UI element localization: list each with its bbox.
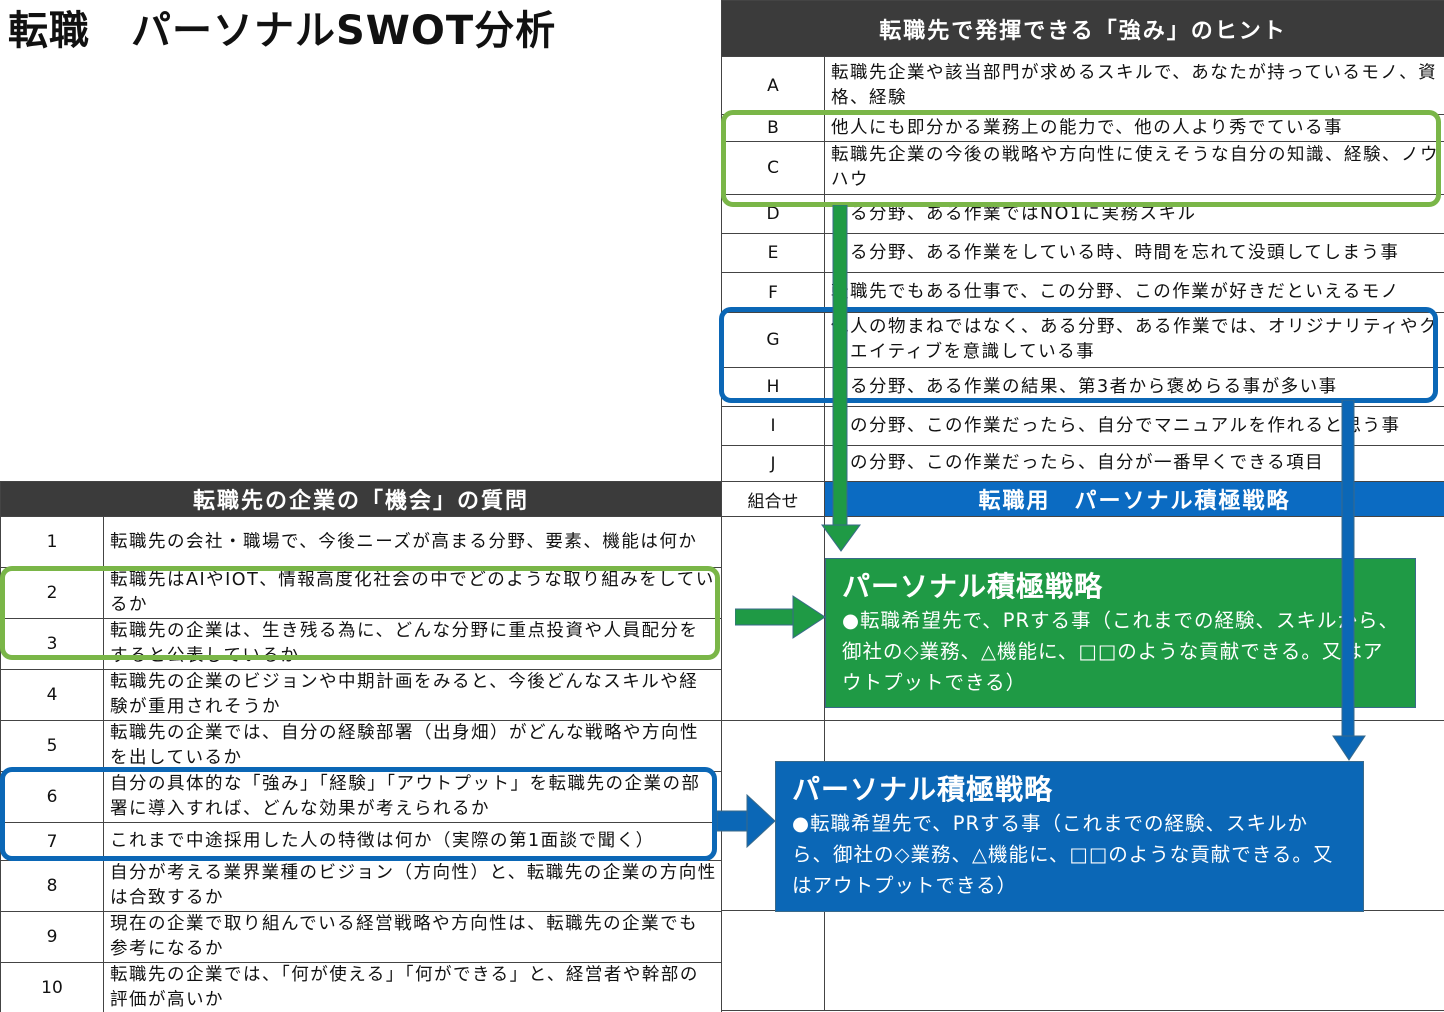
strategy-box-title: パーソナル積極戦略 <box>792 773 1054 806</box>
row-key: 2 <box>0 567 104 619</box>
row-key: E <box>721 233 825 273</box>
arrow-right-green-icon <box>735 595 826 639</box>
row-key: 4 <box>0 669 104 721</box>
row-key: G <box>721 312 825 368</box>
table-row: B 他人にも即分かる業務上の能力で、他の人より秀でている事 <box>721 114 1444 142</box>
strengths-header: 転職先で発揮できる「強み」のヒント <box>721 0 1444 57</box>
table-row: 5 転職先の企業では、自分の経験部署（出身畑）がどんな戦略や方向性を出しているか <box>0 720 723 772</box>
strategy-cell <box>824 910 1444 1011</box>
table-row: 8 自分が考える業界業種のビジョン（方向性）と、転職先の企業の方向性は合致するか <box>0 860 723 912</box>
row-key: F <box>721 272 825 313</box>
row-text: ある分野、ある作業をしている時、時間を忘れて没頭してしまう事 <box>824 233 1444 273</box>
row-key: B <box>721 114 825 142</box>
row-text: この分野、この作業だったら、自分が一番早くできる項目 <box>824 445 1444 482</box>
table-row: 10 転職先の企業では、「何が使える」「何ができる」と、経営者や幹部の評価が高い… <box>0 962 723 1012</box>
arrow-down-blue-icon <box>1332 400 1366 761</box>
row-key: I <box>721 406 825 446</box>
row-text: 転職先でもある仕事で、この分野、この作業が好きだといえるモノ <box>824 272 1444 313</box>
row-key: C <box>721 141 825 195</box>
table-row: G 他人の物まねではなく、ある分野、ある作業では、オリジナリティやクリエイティブ… <box>721 312 1444 368</box>
table-row: 3 転職先の企業は、生き残る為に、どんな分野に重点投資や人員配分をすると公表して… <box>0 618 723 670</box>
strategy-box-blue: パーソナル積極戦略 ●転職希望先で、PRする事（これまでの経験、スキルから、御社… <box>775 761 1364 912</box>
row-text: 他人にも即分かる業務上の能力で、他の人より秀でている事 <box>824 114 1444 142</box>
table-row: D ある分野、ある作業ではNO1に実務スキル <box>721 194 1444 234</box>
row-text: 転職先の企業では、「何が使える」「何ができる」と、経営者や幹部の評価が高いか <box>102 962 723 1012</box>
row-text: 転職先の企業では、自分の経験部署（出身畑）がどんな戦略や方向性を出しているか <box>102 720 723 772</box>
row-key: D <box>721 194 825 234</box>
row-key: J <box>721 445 825 482</box>
table-row: 4 転職先の企業のビジョンや中期計画をみると、今後どんなスキルや経験が重用されそ… <box>0 669 723 721</box>
row-key: 3 <box>0 618 104 670</box>
row-key: 5 <box>0 720 104 772</box>
strategy-header: 転職用 パーソナル積極戦略 <box>824 481 1444 517</box>
row-text: 転職先の企業は、生き残る為に、どんな分野に重点投資や人員配分をすると公表している… <box>102 618 723 670</box>
row-text: ある分野、ある作業ではNO1に実務スキル <box>824 194 1444 234</box>
table-row: F 転職先でもある仕事で、この分野、この作業が好きだといえるモノ <box>721 272 1444 313</box>
table-row: 7 これまで中途採用した人の特徴は何か（実際の第1面談で聞く） <box>0 822 723 861</box>
table-row: 9 現在の企業で取り組んでいる経営戦略や方向性は、転職先の企業でも参考になるか <box>0 911 723 963</box>
arrow-down-green-icon <box>821 205 861 552</box>
row-text: この分野、この作業だったら、自分でマニュアルを作れると思う事 <box>824 406 1444 446</box>
row-text: これまで中途採用した人の特徴は何か（実際の第1面談で聞く） <box>102 822 723 861</box>
row-key: 10 <box>0 962 104 1012</box>
strengths-table: 転職先で発揮できる「強み」のヒント A 転職先企業や該当部門が求めるスキルで、あ… <box>721 0 1444 482</box>
row-text: 自分の具体的な「強み」「経験」「アウトプット」を転職先の企業の部署に導入すれば、… <box>102 771 723 823</box>
row-text: 現在の企業で取り組んでいる経営戦略や方向性は、転職先の企業でも参考になるか <box>102 911 723 963</box>
row-text: 他人の物まねではなく、ある分野、ある作業では、オリジナリティやクリエイティブを意… <box>824 312 1444 368</box>
row-text: 転職先企業や該当部門が求めるスキルで、あなたが持っているモノ、資格、経験 <box>824 56 1444 115</box>
combination-label: 組合せ <box>721 481 825 517</box>
page-title: 転職 パーソナルSWOT分析 <box>8 8 557 54</box>
row-text: 転職先企業の今後の戦略や方向性に使えそうな自分の知識、経験、ノウハウ <box>824 141 1444 195</box>
row-key: H <box>721 367 825 407</box>
table-row: I この分野、この作業だったら、自分でマニュアルを作れると思う事 <box>721 406 1444 446</box>
row-key: 8 <box>0 860 104 912</box>
table-row: 1 転職先の会社・職場で、今後ニーズが高まる分野、要素、機能は何か <box>0 516 723 568</box>
row-text: 転職先の企業のビジョンや中期計画をみると、今後どんなスキルや経験が重用されそうか <box>102 669 723 721</box>
strategy-box-body: ●転職希望先で、PRする事（これまでの経験、スキルから、御社の◇業務、△機能に、… <box>842 609 1400 694</box>
row-key: 1 <box>0 516 104 568</box>
opportunities-table: 転職先の企業の「機会」の質問 1 転職先の会社・職場で、今後ニーズが高まる分野、… <box>0 481 723 1012</box>
combo-cell <box>721 910 825 1011</box>
row-key: 7 <box>0 822 104 861</box>
arrow-right-blue-icon <box>717 793 776 849</box>
strategy-box-title: パーソナル積極戦略 <box>842 570 1104 603</box>
row-key: 6 <box>0 771 104 823</box>
table-row: 2 転職先はAIやIOT、情報高度化社会の中でどのような取り組みをしているか <box>0 567 723 619</box>
row-key: A <box>721 56 825 115</box>
table-row: C 転職先企業の今後の戦略や方向性に使えそうな自分の知識、経験、ノウハウ <box>721 141 1444 195</box>
table-row: J この分野、この作業だったら、自分が一番早くできる項目 <box>721 445 1444 482</box>
strategy-box-green: パーソナル積極戦略 ●転職希望先で、PRする事（これまでの経験、スキルから、御社… <box>825 558 1416 708</box>
strategy-box-body: ●転職希望先で、PRする事（これまでの経験、スキルから、御社の◇業務、△機能に、… <box>792 812 1334 897</box>
table-row: A 転職先企業や該当部門が求めるスキルで、あなたが持っているモノ、資格、経験 <box>721 56 1444 115</box>
opportunities-header: 転職先の企業の「機会」の質問 <box>0 481 723 517</box>
row-text: 転職先の会社・職場で、今後ニーズが高まる分野、要素、機能は何か <box>102 516 723 568</box>
row-text: 転職先はAIやIOT、情報高度化社会の中でどのような取り組みをしているか <box>102 567 723 619</box>
row-key: 9 <box>0 911 104 963</box>
table-row: E ある分野、ある作業をしている時、時間を忘れて没頭してしまう事 <box>721 233 1444 273</box>
row-text: 自分が考える業界業種のビジョン（方向性）と、転職先の企業の方向性は合致するか <box>102 860 723 912</box>
table-row: 6 自分の具体的な「強み」「経験」「アウトプット」を転職先の企業の部署に導入すれ… <box>0 771 723 823</box>
